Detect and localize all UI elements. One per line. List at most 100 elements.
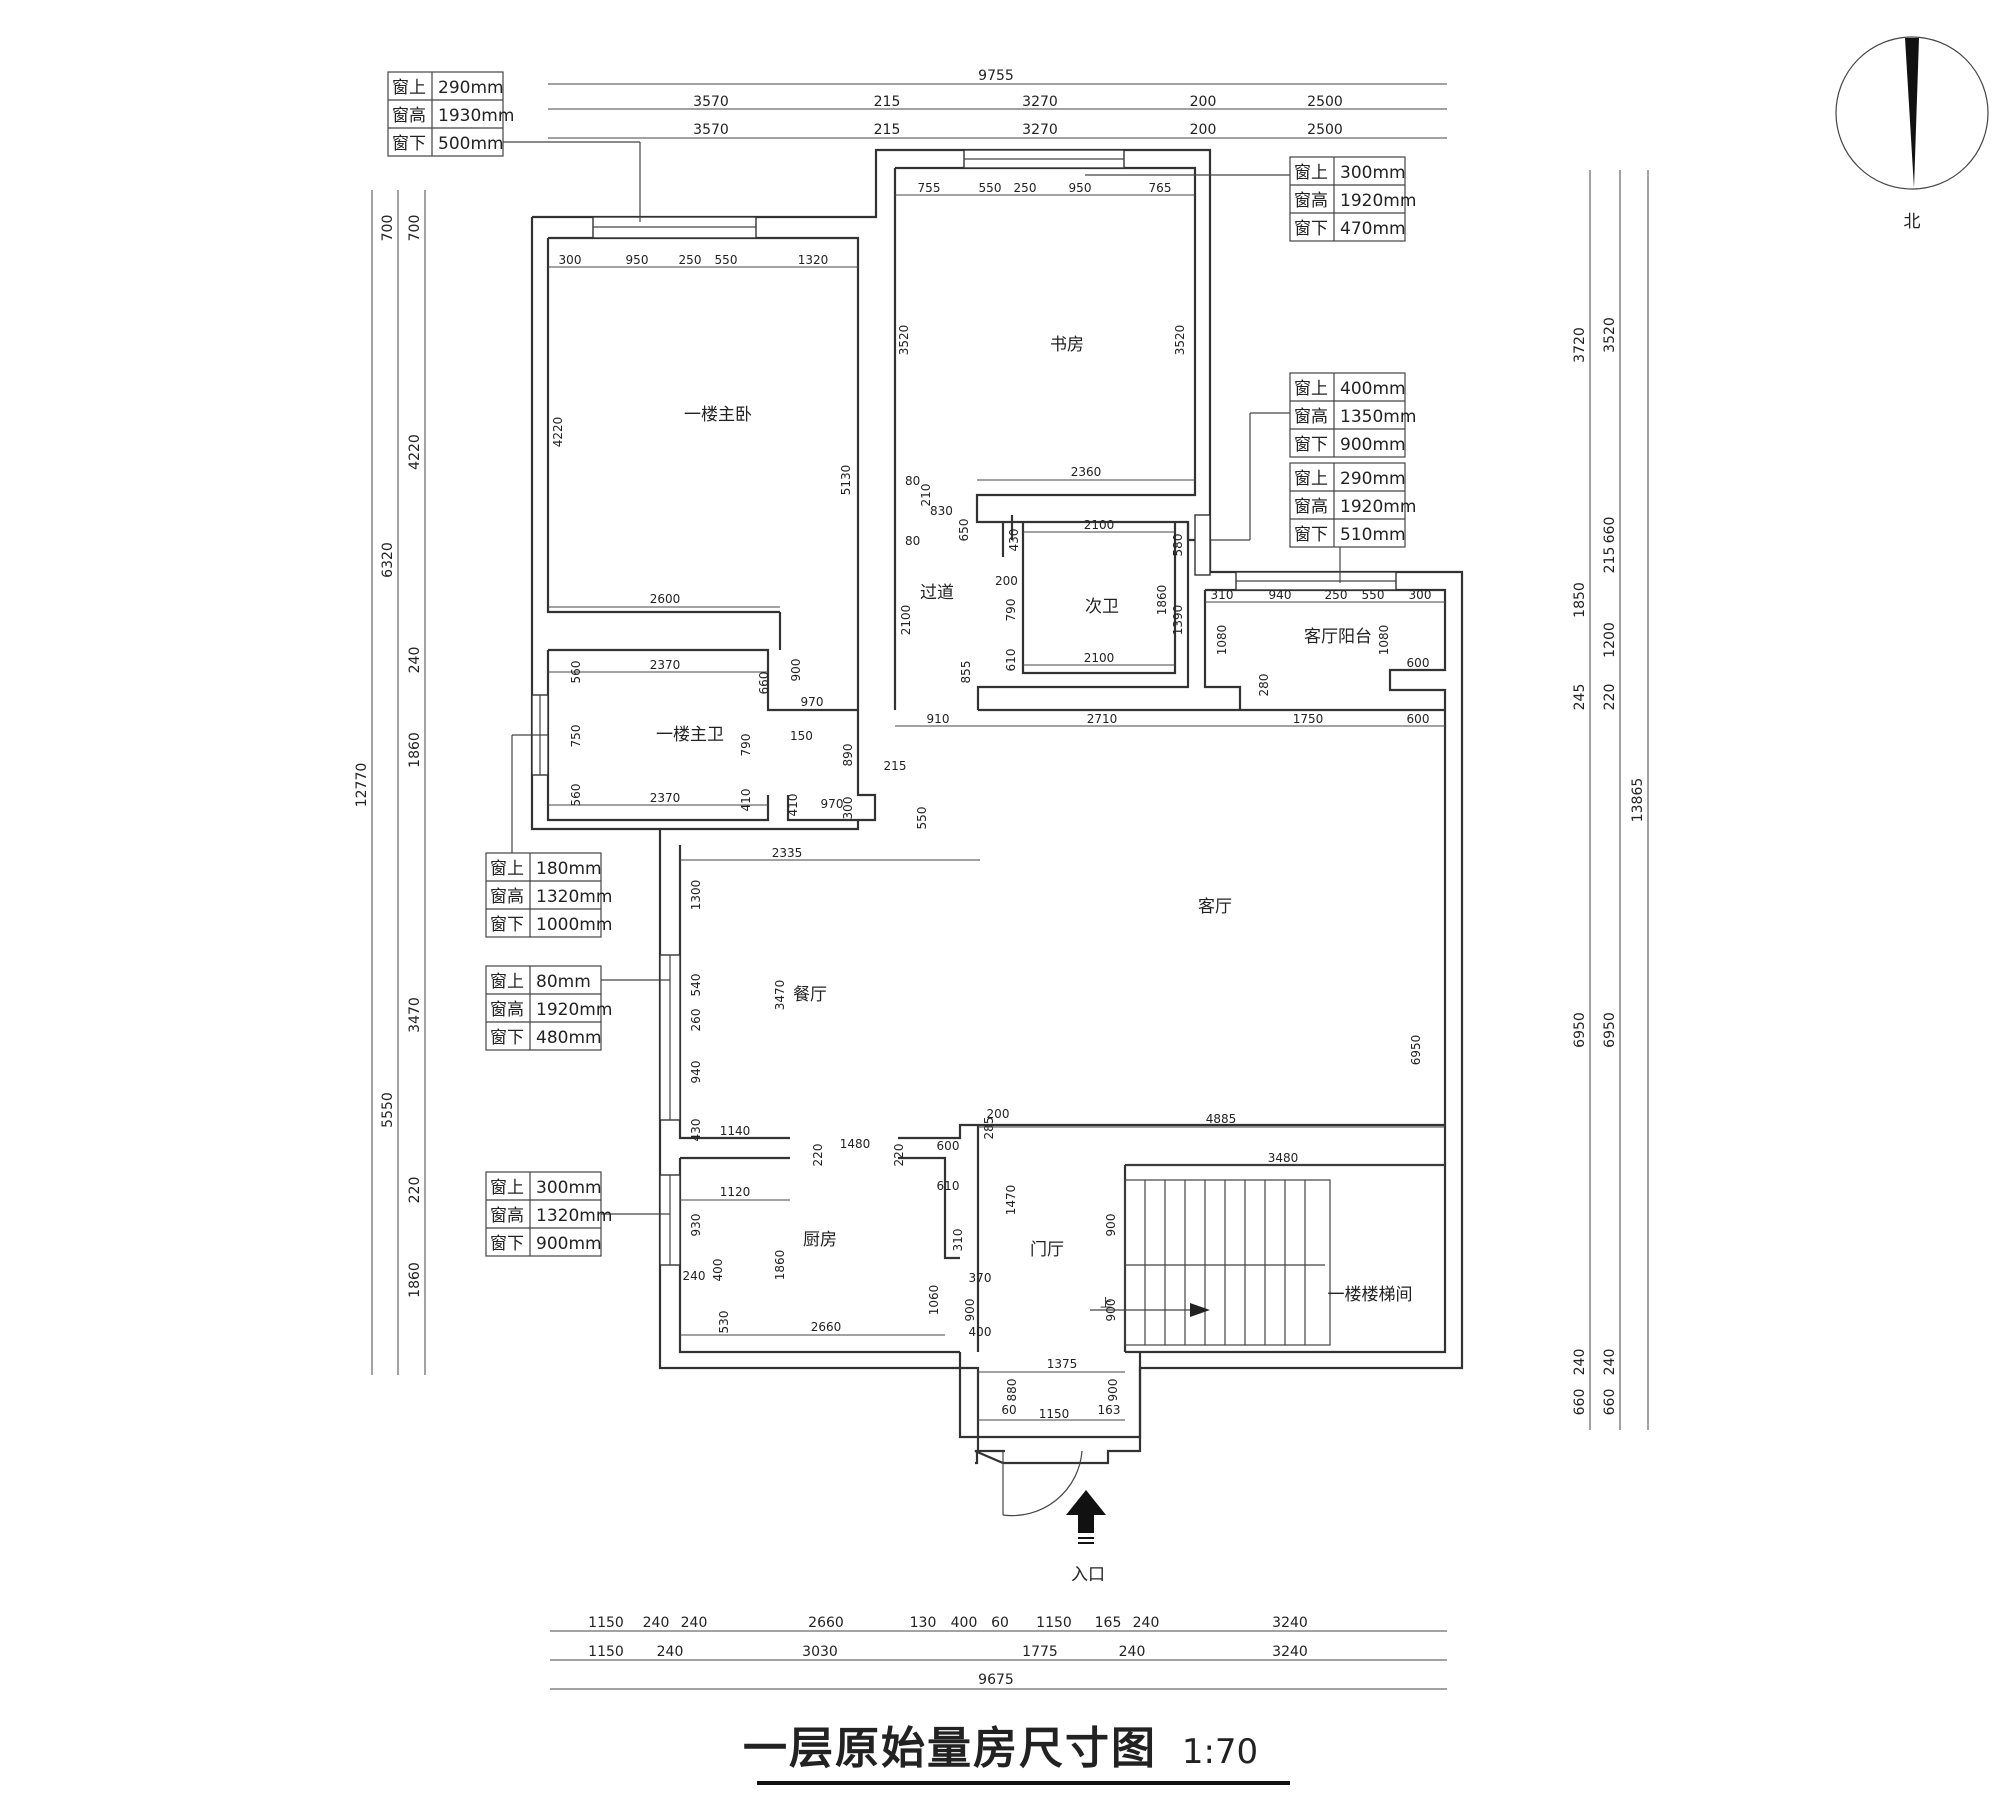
room-living-balcony: 客厅阳台	[1304, 627, 1372, 647]
walls	[530, 148, 1464, 1465]
svg-text:1150: 1150	[1036, 1615, 1072, 1631]
svg-text:1320mm: 1320mm	[536, 887, 612, 907]
north-label: 北	[1904, 212, 1921, 232]
svg-text:窗高: 窗高	[1294, 407, 1328, 427]
svg-text:250: 250	[1325, 588, 1348, 602]
svg-text:窗下: 窗下	[392, 134, 426, 154]
svg-text:180mm: 180mm	[536, 859, 602, 879]
svg-text:4885: 4885	[1206, 1112, 1237, 1126]
svg-text:3270: 3270	[1022, 122, 1058, 138]
svg-text:660: 660	[1572, 1389, 1588, 1416]
svg-text:245: 245	[1572, 684, 1588, 711]
svg-text:3470: 3470	[773, 980, 787, 1011]
svg-text:260: 260	[689, 1009, 703, 1032]
svg-text:窗下: 窗下	[1294, 219, 1328, 239]
svg-text:400mm: 400mm	[1340, 379, 1406, 399]
svg-text:窗上: 窗上	[1294, 379, 1328, 399]
svg-text:970: 970	[801, 695, 824, 709]
svg-text:300: 300	[559, 253, 582, 267]
svg-text:80mm: 80mm	[536, 972, 591, 992]
room-kitchen: 厨房	[803, 1230, 837, 1250]
svg-text:1120: 1120	[720, 1185, 751, 1199]
svg-text:3240: 3240	[1272, 1615, 1308, 1631]
svg-text:窗高: 窗高	[1294, 497, 1328, 517]
svg-text:1930mm: 1930mm	[438, 106, 514, 126]
svg-text:430: 430	[689, 1119, 703, 1142]
svg-text:窗上: 窗上	[392, 78, 426, 98]
svg-text:600: 600	[937, 1139, 960, 1153]
svg-text:660: 660	[1602, 1389, 1618, 1416]
svg-text:430: 430	[1007, 529, 1021, 552]
svg-text:1480: 1480	[840, 1137, 871, 1151]
svg-text:755: 755	[918, 181, 941, 195]
svg-text:4220: 4220	[407, 434, 423, 470]
svg-text:610: 610	[1004, 649, 1018, 672]
svg-text:2500: 2500	[1307, 94, 1343, 110]
svg-text:200: 200	[1190, 122, 1217, 138]
room-second-bath: 次卫	[1085, 597, 1119, 617]
svg-text:215: 215	[874, 94, 901, 110]
svg-text:290mm: 290mm	[438, 78, 504, 98]
svg-text:310: 310	[1211, 588, 1234, 602]
svg-text:6320: 6320	[380, 542, 396, 578]
svg-text:窗下: 窗下	[490, 915, 524, 935]
room-study: 书房	[1050, 335, 1084, 355]
window-table-5: 窗上 窗高 窗下 180mm 1320mm 1000mm	[485, 734, 612, 938]
svg-text:3520: 3520	[897, 325, 911, 356]
entry-door: 入口	[1002, 1450, 1106, 1585]
svg-text:310: 310	[951, 1229, 965, 1252]
svg-text:3030: 3030	[802, 1644, 838, 1660]
drawing-title-block: 一层原始量房尺寸图 1:70	[743, 1723, 1290, 1785]
svg-text:560: 560	[569, 784, 583, 807]
svg-text:窗高: 窗高	[1294, 191, 1328, 211]
svg-text:1140: 1140	[720, 1124, 751, 1138]
room-hallway: 过道	[920, 583, 954, 603]
svg-text:650: 650	[957, 519, 971, 542]
svg-text:240: 240	[407, 647, 423, 674]
svg-text:700: 700	[380, 215, 396, 242]
svg-text:500mm: 500mm	[438, 134, 504, 154]
window-table-3: 窗上 窗高 窗下 400mm 1350mm 900mm	[1210, 372, 1416, 541]
svg-text:600: 600	[1407, 712, 1430, 726]
svg-text:550: 550	[715, 253, 738, 267]
svg-text:765: 765	[1149, 181, 1172, 195]
svg-text:2370: 2370	[650, 658, 681, 672]
svg-text:窗高: 窗高	[490, 887, 524, 907]
svg-text:910: 910	[927, 712, 950, 726]
svg-text:215: 215	[1602, 547, 1618, 574]
svg-text:530: 530	[717, 1311, 731, 1334]
svg-text:750: 750	[569, 725, 583, 748]
right-dimensions: 13865 3720 1850 245 6950 240 660 3520 21…	[1572, 170, 1649, 1430]
svg-text:250: 250	[1014, 181, 1037, 195]
svg-text:250: 250	[679, 253, 702, 267]
svg-text:窗上: 窗上	[1294, 469, 1328, 489]
svg-text:窗下: 窗下	[490, 1234, 524, 1254]
svg-text:1150: 1150	[588, 1644, 624, 1660]
svg-text:900mm: 900mm	[1340, 435, 1406, 455]
svg-text:2360: 2360	[1071, 465, 1102, 479]
svg-text:1920mm: 1920mm	[536, 1000, 612, 1020]
svg-text:1390: 1390	[1171, 605, 1185, 636]
svg-text:1375: 1375	[1047, 1357, 1078, 1371]
room-master-bath: 一楼主卫	[656, 725, 724, 745]
svg-text:窗下: 窗下	[1294, 435, 1328, 455]
svg-text:410: 410	[786, 794, 800, 817]
svg-text:4220: 4220	[551, 417, 565, 448]
svg-text:220: 220	[407, 1177, 423, 1204]
svg-text:1150: 1150	[588, 1615, 624, 1631]
window-table-1: 窗上 窗高 窗下 290mm 1930mm 500mm	[387, 71, 641, 222]
svg-text:240: 240	[681, 1615, 708, 1631]
svg-text:1080: 1080	[1377, 625, 1391, 656]
svg-text:940: 940	[689, 1061, 703, 1084]
svg-text:370: 370	[969, 1271, 992, 1285]
svg-text:830: 830	[930, 504, 953, 518]
svg-text:3520: 3520	[1173, 325, 1187, 356]
svg-text:855: 855	[959, 661, 973, 684]
svg-text:1775: 1775	[1022, 1644, 1058, 1660]
svg-text:220: 220	[811, 1144, 825, 1167]
svg-text:300: 300	[841, 797, 855, 820]
room-living: 客厅	[1198, 897, 1232, 917]
svg-text:200: 200	[1190, 94, 1217, 110]
svg-text:80: 80	[905, 474, 920, 488]
svg-text:2370: 2370	[650, 791, 681, 805]
